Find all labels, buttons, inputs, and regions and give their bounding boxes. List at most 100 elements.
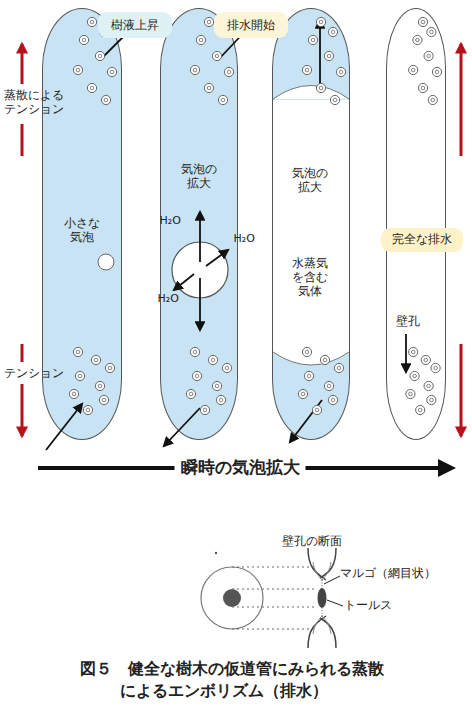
wall-pit xyxy=(99,27,108,36)
wall-pit-torus xyxy=(416,38,420,42)
status-tag: 完全な排水 xyxy=(381,228,463,252)
wall-pit xyxy=(298,389,307,398)
wall-pit-torus xyxy=(193,68,197,72)
wall-pit-torus xyxy=(307,374,311,378)
wall-pit xyxy=(186,389,195,398)
wall-pit xyxy=(200,405,209,414)
wall-pit xyxy=(212,51,221,60)
wall-pit-torus xyxy=(319,86,323,90)
wall-pit-torus xyxy=(327,384,331,388)
wall-pit xyxy=(99,395,108,404)
tracheid-label: H₂O xyxy=(158,292,179,305)
tracheid: 壁孔完全な排水 xyxy=(386,8,446,440)
meniscus xyxy=(273,352,349,365)
wall-pit xyxy=(91,355,100,364)
wall-pit xyxy=(418,83,427,92)
axis-label: 瞬時の気泡拡大 xyxy=(175,457,306,477)
wall-pit xyxy=(105,363,114,372)
wall-pit-torus xyxy=(431,98,435,102)
wall-pit xyxy=(308,35,317,44)
wall-pit-torus xyxy=(435,70,439,74)
wall-pit xyxy=(302,65,311,74)
wall-pit-torus xyxy=(76,350,80,354)
wall-pit xyxy=(216,27,225,36)
wall-pit xyxy=(428,95,437,104)
margo xyxy=(322,580,323,616)
wall-pit-torus xyxy=(331,30,335,34)
wall-pit xyxy=(107,67,116,76)
time-arrow-head xyxy=(438,459,456,477)
wall-pit-torus xyxy=(98,384,102,388)
tension-arrow xyxy=(460,44,463,156)
wall-pit xyxy=(413,35,422,44)
wall-pit xyxy=(328,395,337,404)
wall-pit xyxy=(83,405,92,414)
wall-pit-torus xyxy=(110,70,114,74)
wall-pit-torus xyxy=(323,358,327,362)
wall-pit-torus xyxy=(421,86,425,90)
wall-pit xyxy=(79,35,88,44)
projection-line xyxy=(232,567,316,568)
wall-pit-torus xyxy=(82,38,86,42)
expansion-arrow xyxy=(199,212,201,262)
wall-pit-torus xyxy=(94,358,98,362)
wall-pit xyxy=(73,347,82,356)
wall-pit xyxy=(218,95,227,104)
wall-pit xyxy=(324,381,333,390)
tracheid-label: 気泡の 拡大 xyxy=(290,166,331,195)
wall-pit-torus xyxy=(427,54,431,58)
wall-pit xyxy=(304,371,313,380)
tracheid: 気泡の 拡大水蒸気を含む気体 xyxy=(272,8,350,440)
flow-arrow xyxy=(100,24,136,60)
meniscus xyxy=(273,86,349,100)
wall-pit-torus xyxy=(305,68,309,72)
wall-pit xyxy=(324,51,333,60)
wall-pit xyxy=(208,355,217,364)
wall-pit xyxy=(431,363,440,372)
wall-pit-torus xyxy=(409,392,413,396)
wall-pit xyxy=(432,67,441,76)
tension-label: 蒸散による テンション xyxy=(4,88,69,117)
wall-pit-torus xyxy=(427,384,431,388)
pit-wall xyxy=(308,548,336,580)
wall-pit xyxy=(204,17,213,26)
wall-pit xyxy=(87,83,96,92)
torus xyxy=(318,588,327,608)
wall-pit xyxy=(196,35,205,44)
wall-pit xyxy=(421,355,430,364)
wall-pit-torus xyxy=(86,408,90,412)
tension-arrow xyxy=(21,344,24,362)
part-label: マルゴ（網目状） xyxy=(340,566,436,580)
wall-pit-torus xyxy=(319,20,323,24)
figure-caption: 図５ 健全な樹木の仮道管にみられる蒸散 によるエンボリズム（排水） xyxy=(80,658,390,701)
wall-pit-torus xyxy=(421,20,425,24)
part-label: トールス xyxy=(344,598,392,612)
wall-pit xyxy=(95,51,104,60)
wall-pit-torus xyxy=(203,408,207,412)
wall-pit-torus xyxy=(189,392,193,396)
flow-arrow xyxy=(218,24,252,60)
wall-pit xyxy=(406,389,415,398)
wall-pit-torus xyxy=(215,384,219,388)
wall-pit-torus xyxy=(424,358,428,362)
pit-face xyxy=(201,567,263,629)
wall-pit-torus xyxy=(221,98,225,102)
tracheid: 気泡の 拡大H₂OH₂OH₂O xyxy=(160,8,238,440)
tracheid-label: 水蒸気を含む気体 xyxy=(291,256,331,299)
wall-pit-torus xyxy=(434,366,438,370)
flow-arrow xyxy=(46,404,82,450)
wall-pit xyxy=(212,381,221,390)
tracheid-label: H₂O xyxy=(160,214,181,227)
wall-pit xyxy=(328,27,337,36)
wall-pit xyxy=(410,371,419,380)
projection-line xyxy=(232,607,316,608)
wall-pit-torus xyxy=(219,30,223,34)
wall-pit-torus xyxy=(430,30,434,34)
wall-pit-torus xyxy=(211,358,215,362)
pit-wall xyxy=(313,562,331,580)
time-arrow xyxy=(38,466,440,470)
wall-pit xyxy=(427,27,436,36)
wall-pit xyxy=(69,389,78,398)
tension-arrow xyxy=(460,344,463,436)
wall-pit xyxy=(190,347,199,356)
